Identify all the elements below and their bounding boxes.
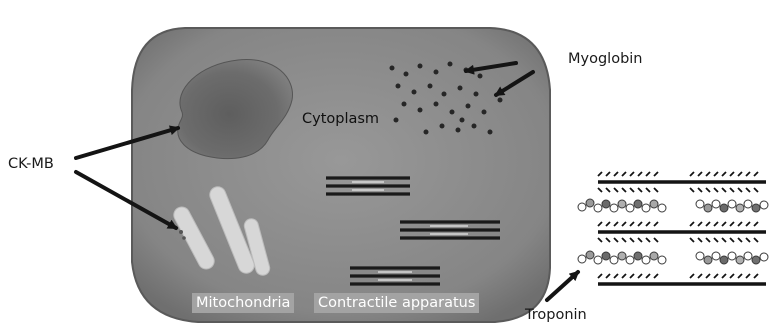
label-myoglobin: Myoglobin	[568, 50, 643, 68]
label-mitochondria: Mitochondria	[192, 293, 294, 313]
label-ck-mb: CK-MB	[8, 155, 54, 173]
troponin-myofilament-inset	[578, 172, 768, 284]
troponin-beads-row-2	[578, 251, 768, 264]
cell-membrane	[132, 28, 550, 322]
label-contractile-apparatus: Contractile apparatus	[314, 293, 479, 313]
label-troponin: Troponin	[525, 306, 587, 324]
troponin-arrow	[547, 272, 578, 300]
label-cytoplasm: Cytoplasm	[302, 110, 379, 128]
troponin-beads-row-1	[578, 199, 768, 212]
